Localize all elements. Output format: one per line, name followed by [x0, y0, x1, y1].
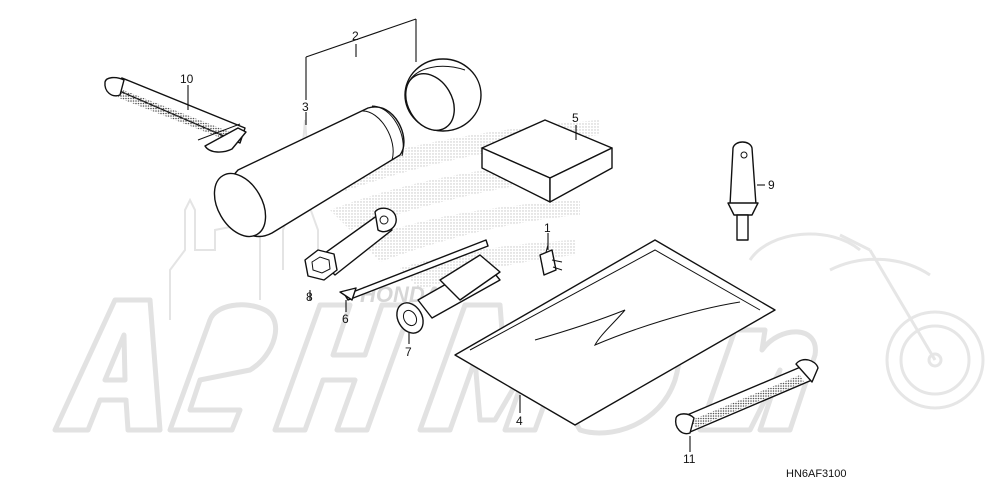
callout-7: 7	[405, 345, 412, 359]
manual-bag	[454, 239, 776, 426]
callout-6: 6	[342, 312, 349, 326]
screwdriver-handle	[727, 141, 759, 241]
callout-8: 8	[306, 290, 313, 304]
box-spanner	[304, 207, 397, 281]
fuse	[539, 244, 563, 276]
tool-tube	[213, 105, 405, 238]
callout-11: 11	[683, 452, 696, 466]
callout-5: 5	[572, 111, 579, 125]
foam-block	[481, 119, 613, 203]
strap-bottom	[675, 358, 819, 435]
leader-lines	[187, 18, 765, 452]
motorcycle-watermark	[748, 232, 985, 410]
callout-labels: 2 3 10 5 9 1 8 6 7 4 11	[180, 29, 775, 466]
callout-4: 4	[516, 414, 523, 428]
callout-2: 2	[352, 29, 359, 43]
strap-top	[104, 76, 247, 153]
tube-cap	[404, 58, 482, 132]
callout-9: 9	[768, 178, 775, 192]
callout-10: 10	[180, 72, 194, 86]
socket-wrench	[396, 254, 501, 334]
screwdriver-shaft	[339, 239, 489, 301]
callout-1: 1	[544, 221, 551, 235]
diagram-code: HN6AF3100	[786, 468, 847, 480]
callout-3: 3	[302, 100, 309, 114]
